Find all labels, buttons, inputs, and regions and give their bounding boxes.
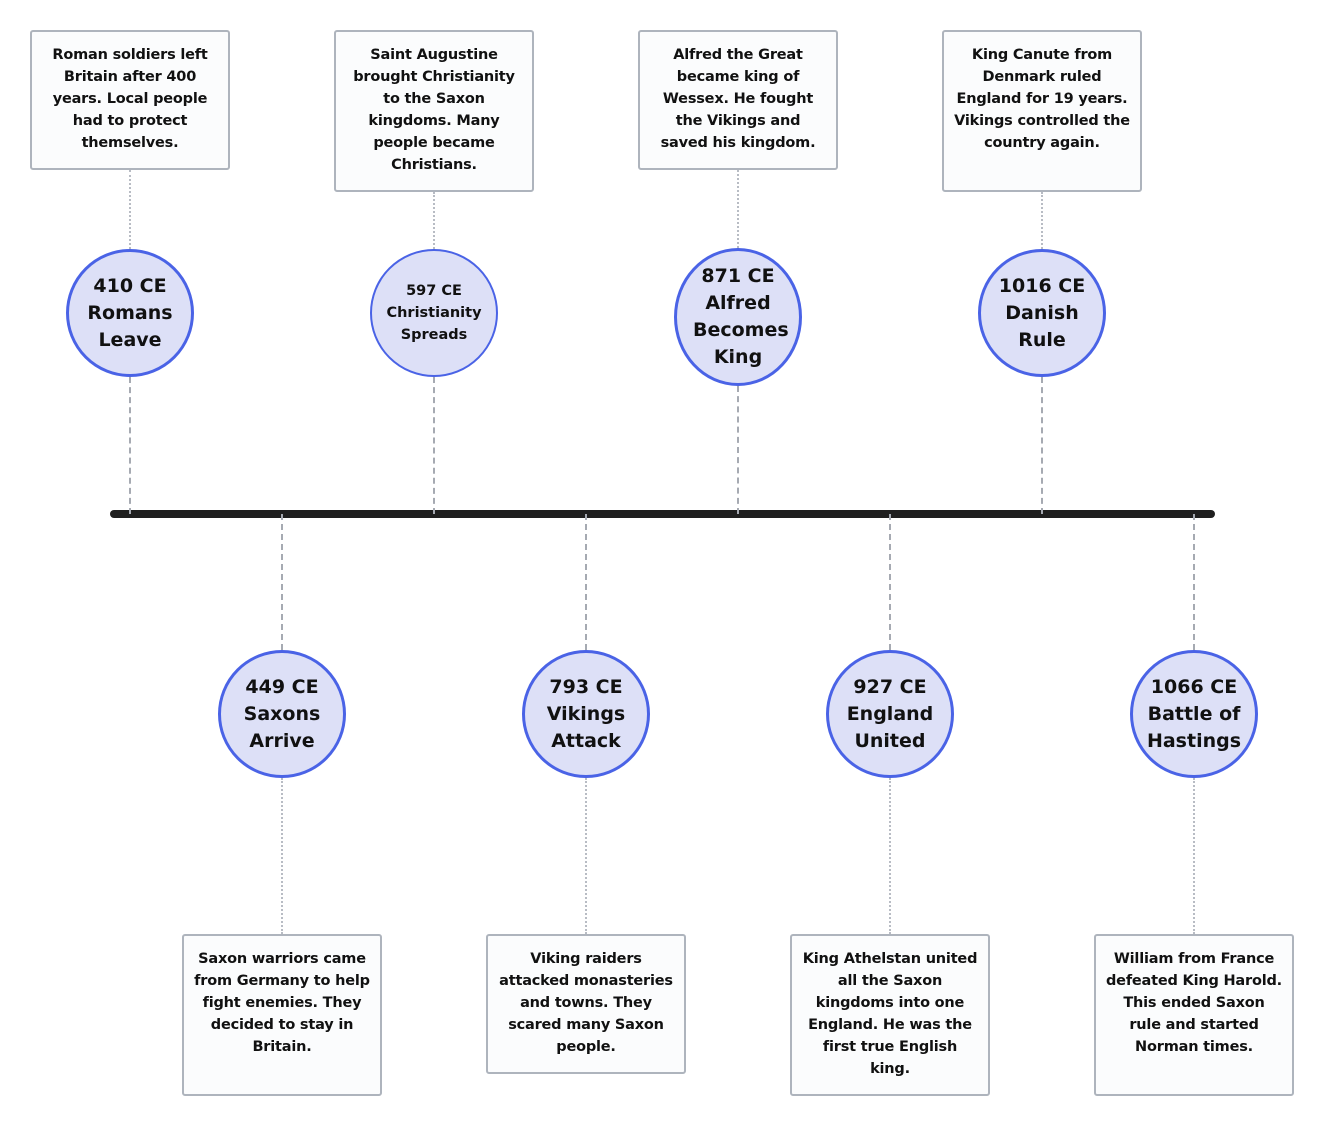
- event-node: 1066 CE Battle of Hastings: [1130, 650, 1258, 778]
- connector-line: [433, 192, 435, 249]
- event-description-box: King Athelstan united all the Saxon king…: [790, 934, 990, 1096]
- event-node: 449 CE Saxons Arrive: [218, 650, 346, 778]
- connector-line: [737, 170, 739, 248]
- event-title: Vikings Attack: [546, 702, 626, 752]
- event-year: 871 CE: [701, 265, 775, 287]
- connector-line: [585, 514, 587, 650]
- event-title: Saxons Arrive: [243, 702, 321, 752]
- event-description: King Canute from Denmark ruled England f…: [954, 47, 1130, 151]
- event-year: 449 CE: [245, 675, 319, 698]
- event-node: 927 CE England United: [826, 650, 954, 778]
- connector-line: [1041, 192, 1043, 249]
- event-description: Saint Augustine brought Christianity to …: [353, 47, 515, 173]
- connector-line: [433, 377, 435, 514]
- event-year: 410 CE: [93, 274, 167, 297]
- connector-line: [1193, 514, 1195, 650]
- timeline-axis: [110, 510, 1215, 518]
- event-node: 1016 CE Danish Rule: [978, 249, 1106, 377]
- event-year: 597 CE: [406, 283, 462, 299]
- event-node: 793 CE Vikings Attack: [522, 650, 650, 778]
- event-description-box: William from France defeated King Harold…: [1094, 934, 1294, 1096]
- event-title: Alfred Becomes King: [693, 292, 789, 368]
- connector-line: [281, 778, 283, 934]
- connector-line: [737, 386, 739, 514]
- connector-line: [889, 514, 891, 650]
- connector-line: [1041, 377, 1043, 514]
- event-description-box: Viking raiders attacked monasteries and …: [486, 934, 686, 1074]
- event-title: England United: [846, 702, 934, 752]
- event-year: 793 CE: [549, 675, 623, 698]
- connector-line: [129, 170, 131, 249]
- event-title: Danish Rule: [1005, 301, 1079, 351]
- event-description: Saxon warriors came from Germany to help…: [194, 951, 370, 1055]
- connector-line: [129, 377, 131, 514]
- event-description-box: Roman soldiers left Britain after 400 ye…: [30, 30, 230, 170]
- event-description: King Athelstan united all the Saxon king…: [802, 951, 978, 1077]
- event-title: Romans Leave: [87, 301, 173, 351]
- event-title: Battle of Hastings: [1146, 702, 1242, 752]
- event-year: 1016 CE: [998, 274, 1086, 297]
- event-description: Alfred the Great became king of Wessex. …: [660, 47, 816, 151]
- event-year: 1066 CE: [1150, 675, 1238, 698]
- connector-line: [1193, 778, 1195, 934]
- event-year: 927 CE: [853, 675, 927, 698]
- event-description: Viking raiders attacked monasteries and …: [499, 951, 673, 1055]
- event-description: William from France defeated King Harold…: [1106, 951, 1282, 1055]
- connector-line: [585, 778, 587, 934]
- event-description-box: Saint Augustine brought Christianity to …: [334, 30, 534, 192]
- event-title: Christianity Spreads: [386, 305, 482, 343]
- event-description-box: Saxon warriors came from Germany to help…: [182, 934, 382, 1096]
- event-node: 410 CE Romans Leave: [66, 249, 194, 377]
- event-description: Roman soldiers left Britain after 400 ye…: [52, 47, 208, 151]
- event-description-box: Alfred the Great became king of Wessex. …: [638, 30, 838, 170]
- connector-line: [281, 514, 283, 650]
- connector-line: [889, 778, 891, 934]
- event-description-box: King Canute from Denmark ruled England f…: [942, 30, 1142, 192]
- event-node: 597 CE Christianity Spreads: [370, 249, 498, 377]
- event-node: 871 CE Alfred Becomes King: [674, 248, 802, 386]
